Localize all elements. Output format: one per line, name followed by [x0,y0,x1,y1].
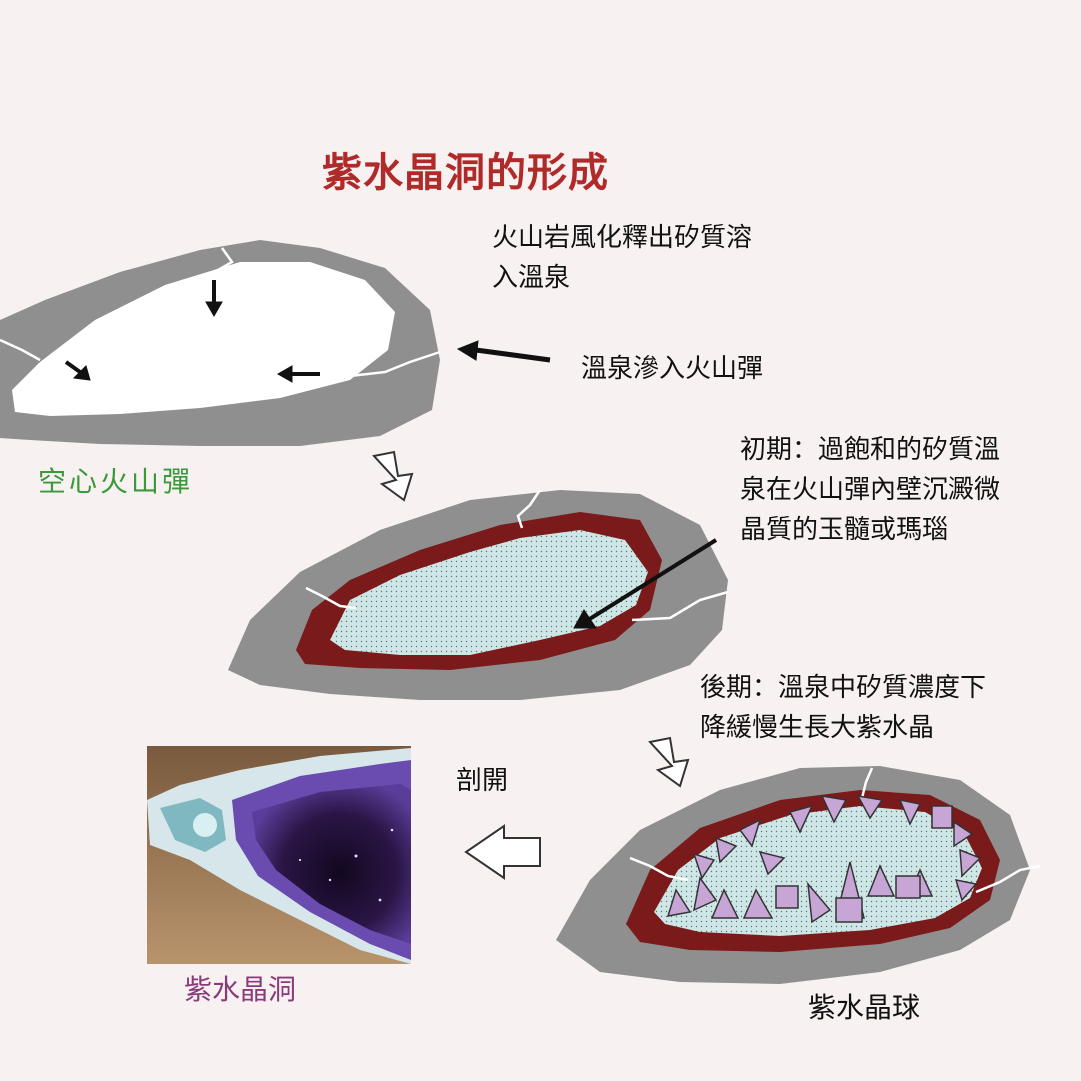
hollow-bomb-diagram [0,240,551,446]
step-late-line-2: 降緩慢生長大紫水晶 [700,713,935,743]
ball-cracks [629,767,1041,894]
geode-cavity [252,784,411,944]
ball-fluid-fill [654,806,982,936]
amethyst-ball-diagram [556,766,1041,984]
diagram-title: 紫水晶洞的形成 [322,150,609,196]
early-stage-diagram [228,489,729,700]
step-early-text: 初期：過飽和的矽質溫 泉在火山彈內壁沉澱微 晶質的玉髓或瑪瑙 [740,430,1000,550]
bomb-cracks [0,247,441,378]
open-label: 剖開 [456,766,509,796]
step-early-line-2: 泉在火山彈內壁沉澱微 [740,475,1001,505]
early-fluid-fill [330,530,648,655]
step-late-line-1: 後期：溫泉中矽質濃度下 [700,673,987,703]
step-weathering-line-2: 入溫泉 [492,263,571,293]
step-weathering-line-1: 火山岩風化釋出矽質溶 [492,223,753,253]
bomb-arrows [64,280,551,383]
geode-sparkles [298,828,394,902]
step-early-line-3: 晶質的玉髓或瑪瑙 [740,515,949,545]
hollow-bomb-label: 空心火山彈 [38,465,194,498]
step-seep-text: 溫泉滲入火山彈 [581,354,764,384]
step-weathering-text: 火山岩風化釋出矽質溶 入溫泉 [492,218,752,298]
amethyst-crystals [666,795,982,924]
down-hollow-arrow-2 [648,736,690,788]
step-early-line-1: 初期：過飽和的矽質溫 [740,435,1001,465]
left-hollow-arrow [464,824,541,880]
early-arrow [573,538,718,629]
down-hollow-arrow-1 [372,450,414,502]
early-cracks [305,489,729,622]
bomb-hollow-cavity [12,262,395,416]
amethyst-ball-label: 紫水晶球 [808,991,921,1024]
step-late-text: 後期：溫泉中矽質濃度下 降緩慢生長大紫水晶 [700,668,986,748]
geode-photo [147,746,411,964]
geode-label: 紫水晶洞 [184,973,297,1006]
